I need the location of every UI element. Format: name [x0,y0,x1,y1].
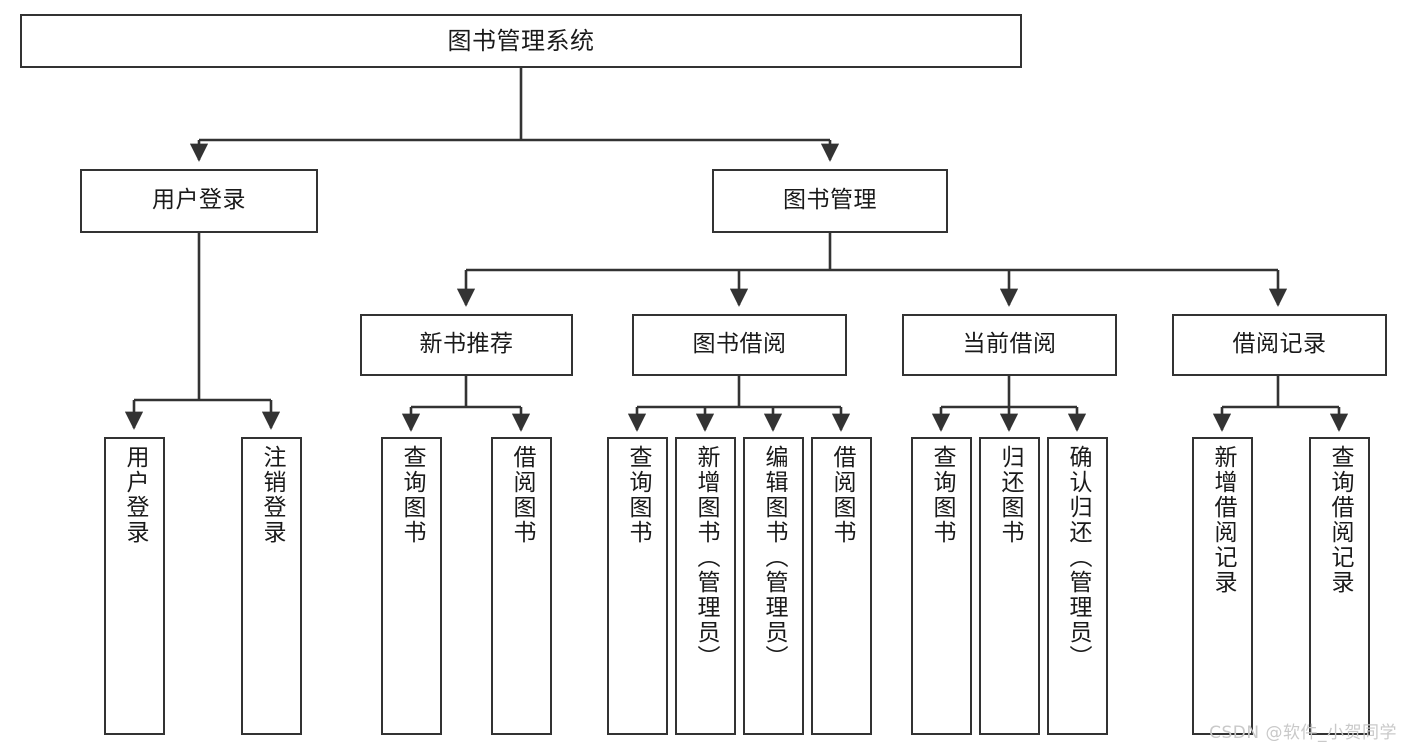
node-leaf-return-book[interactable]: 归还图书 [979,437,1040,735]
node-leaf-query-book-2-label: 查询图书 [625,445,651,545]
node-borrow-record-label: 借阅记录 [1232,331,1327,358]
node-leaf-add-book-label: 新增图书（管理员） [693,445,719,670]
node-current-borrow-label: 当前借阅 [962,331,1057,358]
node-root-label: 图书管理系统 [447,26,595,55]
node-leaf-query-book-3[interactable]: 查询图书 [911,437,972,735]
node-leaf-query-book-3-label: 查询图书 [929,445,955,545]
node-user-login-label: 用户登录 [152,187,246,214]
node-leaf-edit-book-label: 编辑图书（管理员） [761,445,787,670]
node-book-borrow[interactable]: 图书借阅 [632,314,847,376]
node-leaf-query-book-2[interactable]: 查询图书 [607,437,668,735]
node-borrow-record[interactable]: 借阅记录 [1172,314,1387,376]
node-leaf-return-book-label: 归还图书 [997,445,1023,545]
node-leaf-borrow-book-2[interactable]: 借阅图书 [811,437,872,735]
node-leaf-user-login[interactable]: 用户登录 [104,437,165,735]
node-root[interactable]: 图书管理系统 [20,14,1022,68]
node-leaf-edit-book[interactable]: 编辑图书（管理员） [743,437,804,735]
node-leaf-user-logout-label: 注销登录 [259,445,285,545]
node-book-manage-label: 图书管理 [783,187,877,214]
node-leaf-confirm-return-label: 确认归还（管理员） [1065,445,1091,670]
node-leaf-add-book[interactable]: 新增图书（管理员） [675,437,736,735]
node-leaf-query-book-1-label: 查询图书 [399,445,425,545]
node-current-borrow[interactable]: 当前借阅 [902,314,1117,376]
node-leaf-borrow-book-1-label: 借阅图书 [509,445,535,545]
node-leaf-confirm-return[interactable]: 确认归还（管理员） [1047,437,1108,735]
node-leaf-user-login-label: 用户登录 [122,445,148,545]
node-leaf-query-book-1[interactable]: 查询图书 [381,437,442,735]
node-new-book-rec-label: 新书推荐 [419,331,514,358]
node-book-manage[interactable]: 图书管理 [712,169,948,233]
node-user-login[interactable]: 用户登录 [80,169,318,233]
node-new-book-rec[interactable]: 新书推荐 [360,314,573,376]
node-book-borrow-label: 图书借阅 [692,331,787,358]
node-leaf-query-record-label: 查询借阅记录 [1327,445,1353,595]
node-leaf-user-logout[interactable]: 注销登录 [241,437,302,735]
node-leaf-borrow-book-2-label: 借阅图书 [829,445,855,545]
node-leaf-add-record-label: 新增借阅记录 [1210,445,1236,595]
node-leaf-add-record[interactable]: 新增借阅记录 [1192,437,1253,735]
node-leaf-query-record[interactable]: 查询借阅记录 [1309,437,1370,735]
csdn-watermark: CSDN @软件_小贺同学 [1209,723,1397,743]
node-leaf-borrow-book-1[interactable]: 借阅图书 [491,437,552,735]
